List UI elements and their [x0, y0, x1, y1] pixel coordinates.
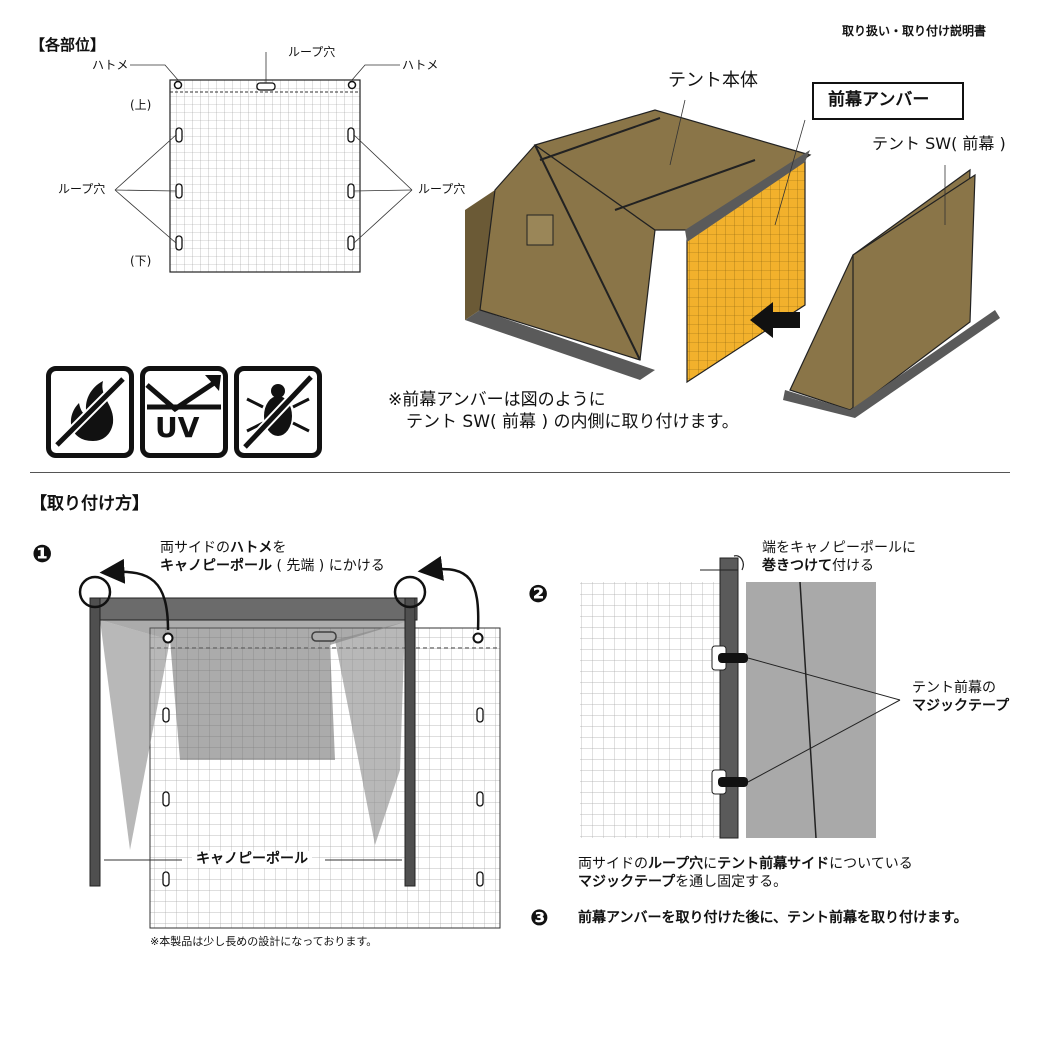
label-top: (上): [130, 98, 152, 112]
step2-desc-line1: 両サイドのループ穴にテント前幕サイドについている: [578, 856, 913, 872]
step2-number: ❷: [528, 580, 549, 608]
amber-label-box: 前幕アンバー: [812, 82, 964, 120]
step1-diagram: [78, 556, 501, 929]
step2-velcro-line1: テント前幕の: [912, 680, 996, 696]
label-tent-sw: テント SW( 前幕 ): [872, 134, 1006, 153]
insect-repellent-icon: [234, 366, 322, 458]
step2-top-line2: 巻きつけて付ける: [762, 558, 874, 574]
label-grommet-left: ハトメ: [92, 58, 129, 72]
label-loop-top: ループ穴: [288, 45, 336, 59]
uv-cut-icon: UV: [140, 366, 228, 458]
step3-text: 前幕アンバーを取り付けた後に、テント前幕を取り付けます。: [578, 910, 968, 926]
step1-line1: 両サイドのハトメを: [160, 540, 287, 556]
document-title: 取り扱い・取り付け説明書: [842, 24, 987, 38]
flame-retardant-icon: [46, 366, 134, 458]
label-tent-body: テント本体: [668, 70, 758, 91]
step3-number: ❸: [530, 906, 549, 931]
parts-heading: 【各部位】: [30, 36, 106, 54]
label-grommet-right: ハトメ: [402, 58, 439, 72]
step1-line2: キャノピーポール ( 先端 ) にかける: [160, 558, 385, 574]
label-loop-left: ループ穴: [58, 182, 106, 196]
step2-top-line1: 端をキャノピーポールに: [762, 540, 916, 556]
step1-number: ❶: [32, 540, 53, 568]
tent-illustration: [465, 99, 1000, 418]
section-divider: [30, 472, 1010, 473]
step2-desc-line2: マジックテープを通し固定する。: [578, 874, 788, 890]
parts-diagram: [114, 52, 413, 273]
step1-pole-label: キャノピーポール: [192, 851, 312, 868]
grommet-right: [347, 80, 357, 90]
uv-text: UV: [155, 411, 200, 444]
note-line-2: テント SW( 前幕 ) の内側に取り付けます。: [406, 412, 739, 432]
label-loop-right: ループ穴: [418, 182, 466, 196]
note-line-1: ※前幕アンバーは図のように: [388, 390, 606, 410]
step2-velcro-line2: マジックテープ: [912, 698, 1010, 714]
howto-heading: 【取り付け方】: [30, 494, 149, 514]
step2-diagram: [580, 555, 901, 839]
label-amber: 前幕アンバー: [828, 90, 930, 110]
label-bottom: (下): [130, 254, 152, 268]
grommet-left: [173, 80, 183, 90]
step1-footnote: ※本製品は少し長めの設計になっております。: [150, 935, 378, 948]
loop-top: [256, 82, 276, 91]
